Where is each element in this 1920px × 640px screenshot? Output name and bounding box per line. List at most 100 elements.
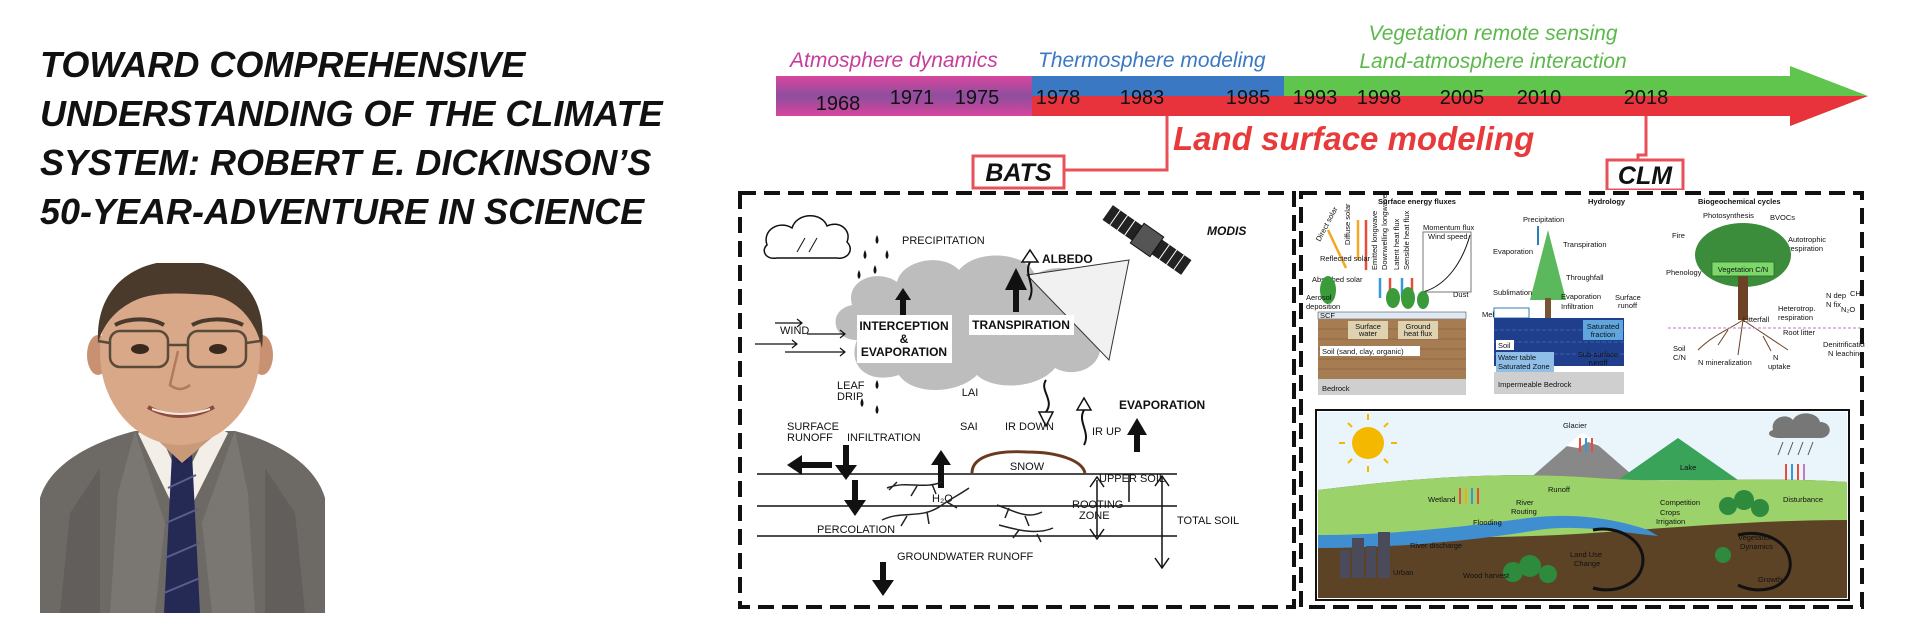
clm-n-leaching: N leaching — [1828, 349, 1863, 358]
clm-bgc-title: Biogeochemical cycles — [1698, 197, 1781, 206]
year-label: 1975 — [955, 87, 1000, 109]
bats-albedo-label: ALBEDO — [1042, 252, 1093, 266]
bats-percolation-label: PERCOLATION — [817, 524, 895, 536]
rain-cloud-icon — [1768, 413, 1830, 438]
clm-aerosol-label: Aerosol — [1306, 293, 1332, 302]
clm-heterotrophic-2: respiration — [1778, 313, 1813, 322]
title-line-2: UNDERSTANDING OF THE CLIMATE — [40, 93, 663, 134]
clm-ground-heat-2: heat flux — [1404, 329, 1433, 338]
clm-saturated-zone: Saturated Zone — [1498, 362, 1550, 371]
clm-n2o: N₂O — [1841, 305, 1855, 314]
clm-hydrology-title: Hydrology — [1588, 197, 1626, 206]
clm-glacier: Glacier — [1563, 421, 1587, 430]
clm-evaporation2: Evaporation — [1561, 292, 1601, 301]
clm-ch4: CH₄ — [1850, 289, 1864, 298]
clm-infiltration: Infiltration — [1561, 302, 1594, 311]
clm-bgc-cycles: Biogeochemical cycles Photosynthesis BVO… — [1666, 197, 1865, 371]
modis-satellite-icon — [1102, 205, 1192, 275]
bats-surface-runoff-label-2: RUNOFF — [787, 432, 833, 444]
clm-landscape: Glacier Lake Wetland Runoff River Routin… — [1315, 409, 1850, 601]
bats-model-label: BATS — [985, 159, 1052, 187]
bats-interception-amp: & — [900, 332, 909, 346]
clm-saturated-fraction: Saturated — [1587, 322, 1620, 331]
clm-melt: Melt — [1482, 310, 1497, 319]
clm-momentum-flux: Momentum flux — [1423, 223, 1475, 232]
clm-impermeable-bedrock: Impermeable Bedrock — [1498, 380, 1572, 389]
clm-surface-runoff-2: runoff — [1618, 301, 1638, 310]
clm-n-mineralization: N mineralization — [1698, 358, 1752, 367]
clm-model-box — [1605, 158, 1685, 190]
clm-ground-heat: Ground — [1405, 322, 1430, 331]
clm-sensible-heat: Sensible heat flux — [1402, 211, 1411, 270]
clm-scf-label: SCF — [1320, 311, 1335, 320]
land-surface-modeling-label: Land surface modeling — [1173, 120, 1534, 157]
year-label: 2010 — [1517, 87, 1562, 109]
clm-autotrophic: Autotrophic — [1788, 235, 1826, 244]
timeline-segment-thermosphere — [1032, 76, 1284, 116]
clm-flooding: Flooding — [1473, 518, 1502, 527]
portrait-photo — [40, 263, 325, 613]
clm-heterotrophic: Heterotrop. — [1778, 304, 1816, 313]
clm-lake: Lake — [1680, 463, 1696, 472]
clm-connector — [1636, 116, 1648, 160]
clm-diffuse-solar: Diffuse solar — [1343, 203, 1352, 245]
clm-competition: Competition — [1660, 498, 1700, 507]
clm-reflected-solar: Reflected solar — [1320, 254, 1371, 263]
title-line-4: 50-YEAR-ADVENTURE IN SCIENCE — [40, 191, 645, 232]
clm-soil-cn: Soil — [1673, 344, 1686, 353]
clm-soil-hydro: Soil — [1498, 341, 1511, 350]
clm-photosynthesis: Photosynthesis — [1703, 211, 1754, 220]
clm-land-use: Land Use — [1570, 550, 1602, 559]
bats-evaporation-label: EVAPORATION — [1119, 398, 1205, 412]
bats-leaf-drip-label-2: DRIP — [837, 391, 863, 403]
clm-bedrock-label: Bedrock — [1322, 384, 1350, 393]
clm-precipitation: Precipitation — [1523, 215, 1564, 224]
bats-leaf-drip-label: LEAF — [837, 380, 865, 392]
bats-ir-up-label: IR UP — [1092, 426, 1121, 438]
clm-sublimation: Sublimation — [1493, 288, 1532, 297]
bats-diagram: PRECIPITATION MODIS ALBEDO INTERCEPTION … — [738, 191, 1296, 609]
clm-crops-2: Irrigation — [1656, 517, 1685, 526]
clm-emitted-longwave: Emitted longwave — [1370, 211, 1379, 270]
year-label: 1978 — [1036, 87, 1081, 109]
clm-surface-runoff: Surface — [1615, 293, 1641, 302]
year-label: 1993 — [1293, 87, 1338, 109]
bats-surface-runoff-label: SURFACE — [787, 421, 839, 433]
clm-n-fix: N fix — [1826, 300, 1841, 309]
clm-wood-harvest: Wood harvest — [1463, 571, 1510, 580]
clm-transpiration: Transpiration — [1563, 240, 1607, 249]
clm-root-litter: Root litter — [1783, 328, 1816, 337]
clm-subsurface-runoff-2: runoff — [1588, 358, 1608, 367]
bats-interception-evap: EVAPORATION — [861, 345, 947, 359]
clm-n-dep: N dep — [1826, 291, 1846, 300]
clm-denitrification: Denitrification — [1823, 340, 1865, 349]
clm-runoff: Runoff — [1548, 485, 1571, 494]
clm-energy-fluxes: Surface energy fluxes Direct solar Diffu… — [1306, 194, 1475, 395]
era-label-atmosphere: Atmosphere dynamics — [788, 49, 998, 72]
clm-surface-water: Surface — [1355, 322, 1381, 331]
clm-autotrophic-2: respiration — [1788, 244, 1823, 253]
clm-crops: Crops — [1660, 508, 1680, 517]
clm-n-uptake: N — [1773, 353, 1778, 362]
clm-absorbed-solar: Absorbed solar — [1312, 275, 1363, 284]
year-label: 2018 — [1624, 87, 1669, 109]
clm-diagram: Surface energy fluxes Direct solar Diffu… — [1299, 191, 1865, 609]
clm-downwelling-longwave: Downwelling longwave — [1380, 194, 1389, 270]
bats-total-soil-label: TOTAL SOIL — [1177, 515, 1239, 527]
city-icon — [1340, 532, 1390, 578]
year-label: 1985 — [1226, 87, 1271, 109]
clm-soil-cn-2: C/N — [1673, 353, 1686, 362]
bats-sai-label: SAI — [960, 421, 978, 433]
sun-icon — [1352, 427, 1384, 459]
year-label: 1998 — [1357, 87, 1402, 109]
clm-throughfall: Throughfall — [1566, 273, 1604, 282]
era-label-land-atmosphere: Land-atmosphere interaction — [1359, 50, 1626, 73]
bats-connector — [1064, 116, 1169, 172]
clm-model-label: CLM — [1618, 162, 1673, 190]
modis-label: MODIS — [1207, 224, 1246, 238]
title-line-1: TOWARD COMPREHENSIVE — [40, 44, 526, 85]
bats-groundwater-runoff-label: GROUNDWATER RUNOFF — [897, 551, 1034, 563]
clm-dust-label: Dust — [1453, 290, 1469, 299]
bats-snow-layer — [970, 450, 1087, 474]
clm-bvocs: BVOCs — [1770, 213, 1795, 222]
